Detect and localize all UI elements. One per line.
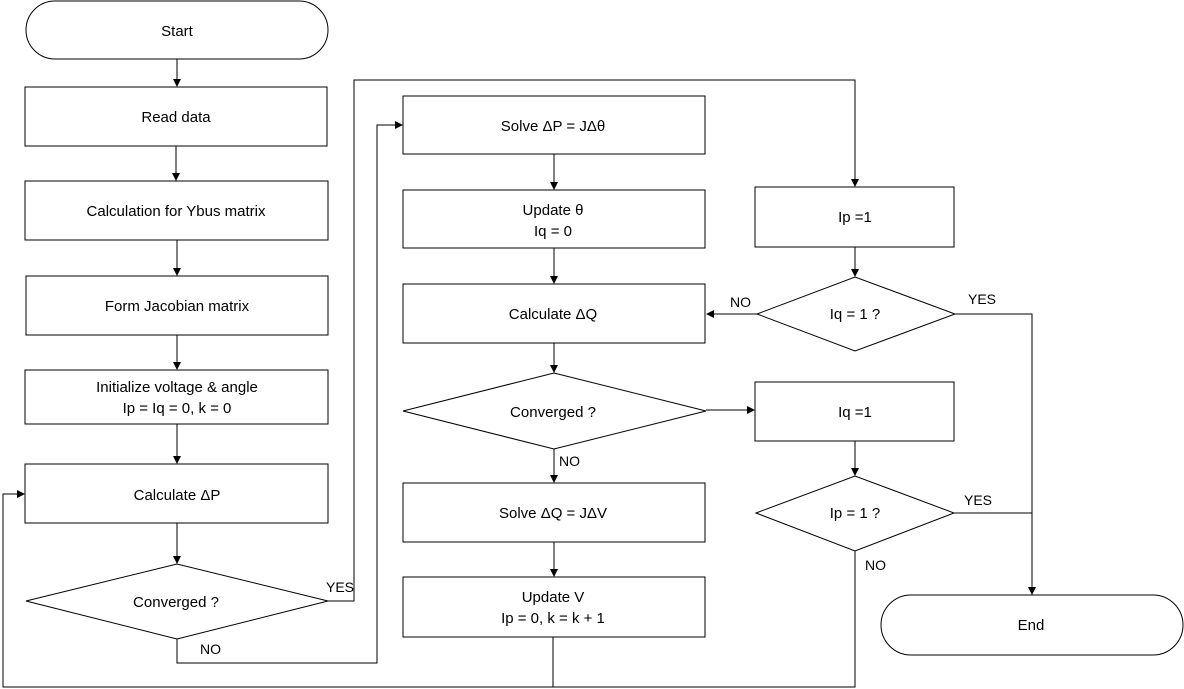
labels: Start Read data Calculation for Ybus mat…: [87, 23, 1045, 657]
solve-dq-label: Solve ΔQ = JΔV: [499, 505, 607, 522]
ip-check-decision: [754, 475, 956, 552]
update-v-label-line1: Update V: [522, 589, 585, 606]
converged-left-label: Converged ?: [133, 594, 219, 611]
start-terminal: [25, 0, 329, 60]
init-label-line2: Ip = Iq = 0, k = 0: [123, 400, 232, 417]
jacobian-box: [25, 275, 329, 336]
calc-dq-label: Calculate ΔQ: [509, 306, 597, 323]
iq-set-box: [754, 381, 955, 442]
arrow-ip-check-no-to-loop: [553, 551, 856, 688]
start-label: Start: [161, 23, 194, 40]
converged-left-decision: [25, 563, 329, 640]
edge-label-no-left: NO: [200, 641, 221, 657]
iq-check-decision: [755, 276, 957, 352]
update-v-label-line2: Ip = 0, k = k + 1: [501, 610, 605, 627]
calc-dp-label: Calculate ΔP: [134, 487, 221, 504]
edge-label-yes-left: YES: [326, 579, 354, 595]
ip-set-box: [754, 186, 955, 248]
edge-label-yes-iq-check: YES: [968, 291, 996, 307]
update-theta-label-line1: Update θ: [523, 202, 584, 219]
iq-check-label: Iq = 1 ?: [830, 306, 880, 323]
connectors: [2, 59, 1036, 688]
solve-dp-label: Solve ΔP = JΔθ: [501, 118, 605, 135]
read-data-label: Read data: [141, 109, 211, 126]
converged-mid-decision: [402, 372, 707, 450]
calc-dq-box: [402, 283, 706, 344]
ip-set-label: Ip =1: [838, 209, 872, 226]
init-label-line1: Initialize voltage & angle: [96, 379, 258, 396]
edge-label-yes-ip-check: YES: [964, 492, 992, 508]
edge-label-no-ip-check: NO: [865, 557, 886, 573]
shapes: [24, 0, 1184, 656]
read-data-box: [24, 86, 328, 147]
edge-label-no-iq-check: NO: [730, 294, 751, 310]
arrow-no-to-solve-dp: [176, 121, 403, 664]
edge-label-no-mid: NO: [559, 453, 580, 469]
solve-dp-box: [402, 95, 706, 155]
end-terminal: [880, 594, 1184, 656]
arrow-yes-to-ip-set: [328, 79, 859, 602]
converged-mid-label: Converged ?: [510, 404, 596, 421]
arrow-updatev-to-calcdp: [2, 490, 554, 688]
jacobian-label: Form Jacobian matrix: [105, 298, 250, 315]
iq-set-label: Iq =1: [838, 404, 872, 421]
end-label: End: [1018, 617, 1045, 634]
ybus-label: Calculation for Ybus matrix: [87, 203, 266, 220]
update-v-box: [402, 576, 706, 638]
update-theta-box: [402, 189, 706, 249]
calc-dp-box: [24, 463, 329, 524]
update-theta-label-line2: Iq = 0: [534, 223, 572, 240]
ip-check-label: Ip = 1 ?: [830, 505, 880, 522]
ybus-box: [24, 180, 329, 241]
init-box: [24, 369, 329, 425]
solve-dq-box: [402, 482, 706, 543]
arrow-iq-check-yes-to-end: [955, 313, 1036, 595]
